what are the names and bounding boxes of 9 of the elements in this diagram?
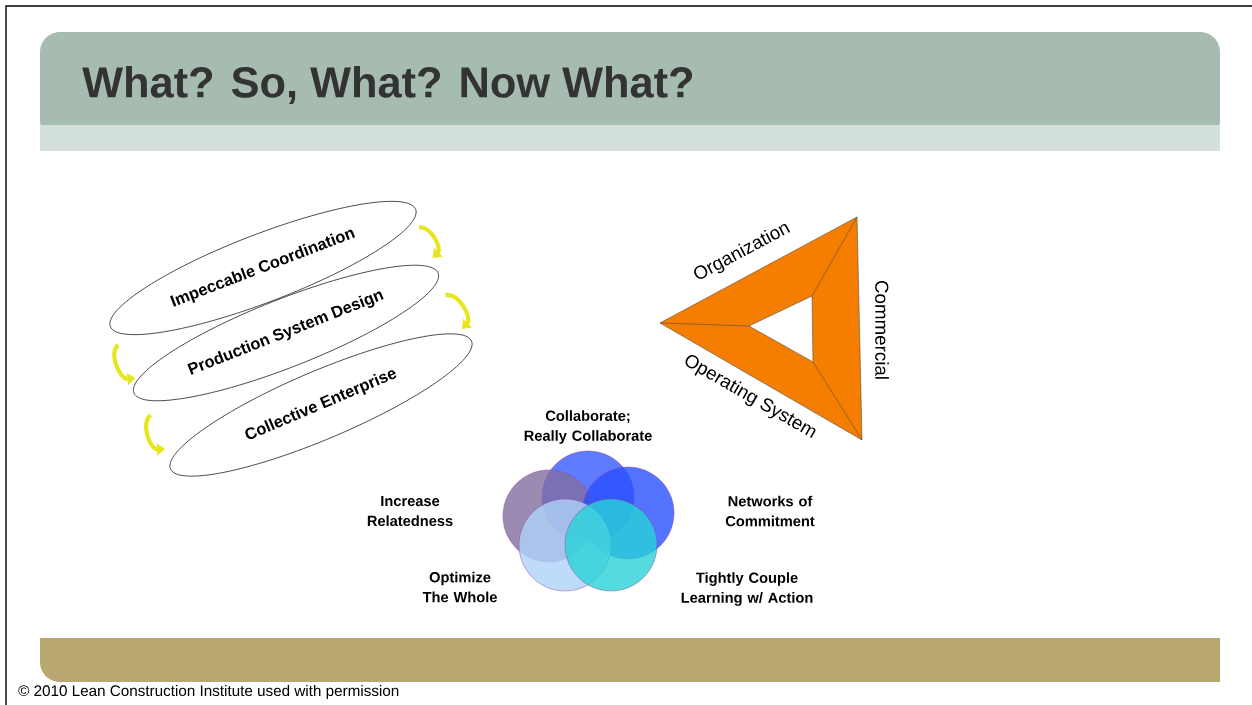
circle-label: Optimize The Whole [422, 571, 497, 603]
title: What? So, What? Now What? [82, 65, 693, 105]
circle-label: Collaborate; Really Collaborate [524, 410, 652, 444]
circle-label: Networks of Commitment [725, 495, 815, 527]
venn-circle [564, 498, 658, 592]
copyright-note: © 2010 Lean Construction Institute used with permission [18, 684, 399, 700]
side-label: Commercial [875, 280, 889, 379]
circle-label: Tightly Couple Learning w/ Action [681, 572, 813, 606]
circle-label: Increase Relatedness [367, 495, 453, 527]
